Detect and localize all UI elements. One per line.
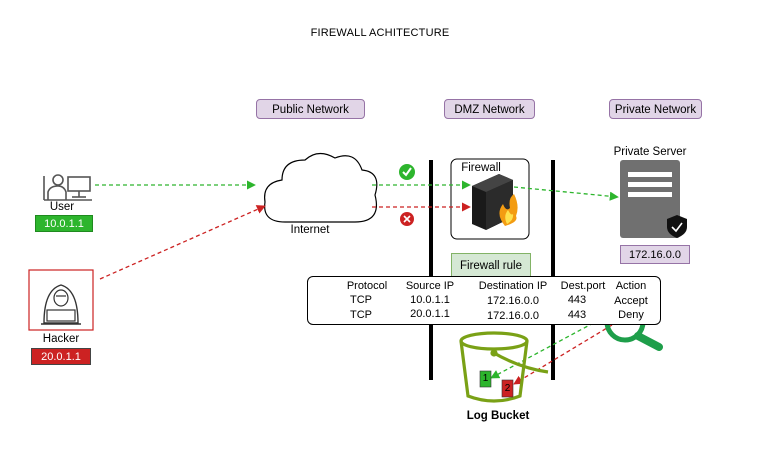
- hacker-ip-badge: 20.0.1.1: [31, 348, 91, 365]
- log-entry-2: 2: [504, 383, 511, 394]
- server-ip-badge: 172.16.0.0: [620, 245, 690, 264]
- firewall-to-server-arrow: [513, 186, 619, 201]
- zone-private-network: Private Network: [609, 99, 702, 119]
- table-row-2-action: Deny: [618, 309, 644, 321]
- table-row-1-protocol: TCP: [350, 294, 372, 306]
- col-source-ip: Source IP: [405, 280, 455, 292]
- col-protocol: Protocol: [346, 280, 388, 292]
- col-action: Action: [615, 280, 647, 292]
- log-entry-1-box: [479, 370, 492, 388]
- col-destination-ip: Destination IP: [478, 280, 548, 292]
- server-label: Private Server: [613, 146, 687, 158]
- bucket-icon: [459, 331, 549, 403]
- zone-public-network: Public Network: [256, 99, 365, 119]
- internet-label: Internet: [290, 224, 330, 236]
- col-dest-port: Dest.port: [560, 280, 606, 292]
- server-icon: [620, 160, 680, 238]
- hacker-label: Hacker: [42, 333, 80, 345]
- firewall-rule-header: Firewall rule: [451, 253, 531, 277]
- table-row-1-dest-port: 443: [567, 294, 587, 306]
- table-row-1-destination-ip: 172.16.0.0: [487, 295, 539, 307]
- deny-to-log-arrow: [513, 324, 613, 385]
- table-row-1-action: Accept: [614, 295, 648, 307]
- table-row-2-dest-port: 443: [567, 309, 587, 321]
- table-row-2-protocol: TCP: [350, 309, 372, 321]
- log-bucket-label: Log Bucket: [466, 410, 530, 422]
- log-entry-1: 1: [482, 373, 489, 384]
- hacker-to-internet-arrow: [99, 205, 266, 280]
- hacker-icon: [28, 269, 94, 331]
- cross-icon: [400, 212, 414, 226]
- table-row-2-destination-ip: 172.16.0.0: [487, 310, 539, 322]
- shield-check-icon: [667, 215, 687, 238]
- table-row-1-source-ip: 10.0.1.1: [410, 294, 450, 306]
- firewall-rule-table: Protocol Source IP Destination IP Dest.p…: [307, 276, 661, 325]
- user-workstation-icon: [43, 174, 92, 201]
- firewall-label: Firewall: [461, 162, 501, 174]
- log-entry-2-box: [501, 379, 514, 398]
- firewall-icon: [472, 174, 518, 230]
- check-icon: [399, 164, 415, 180]
- user-label: User: [49, 201, 75, 213]
- zone-dmz-network: DMZ Network: [444, 99, 535, 119]
- table-row-2-source-ip: 20.0.1.1: [410, 308, 450, 320]
- diagram-title: FIREWALL ACHITECTURE: [310, 27, 450, 39]
- user-ip-badge: 10.0.1.1: [35, 215, 93, 232]
- cloud-icon: [264, 152, 378, 223]
